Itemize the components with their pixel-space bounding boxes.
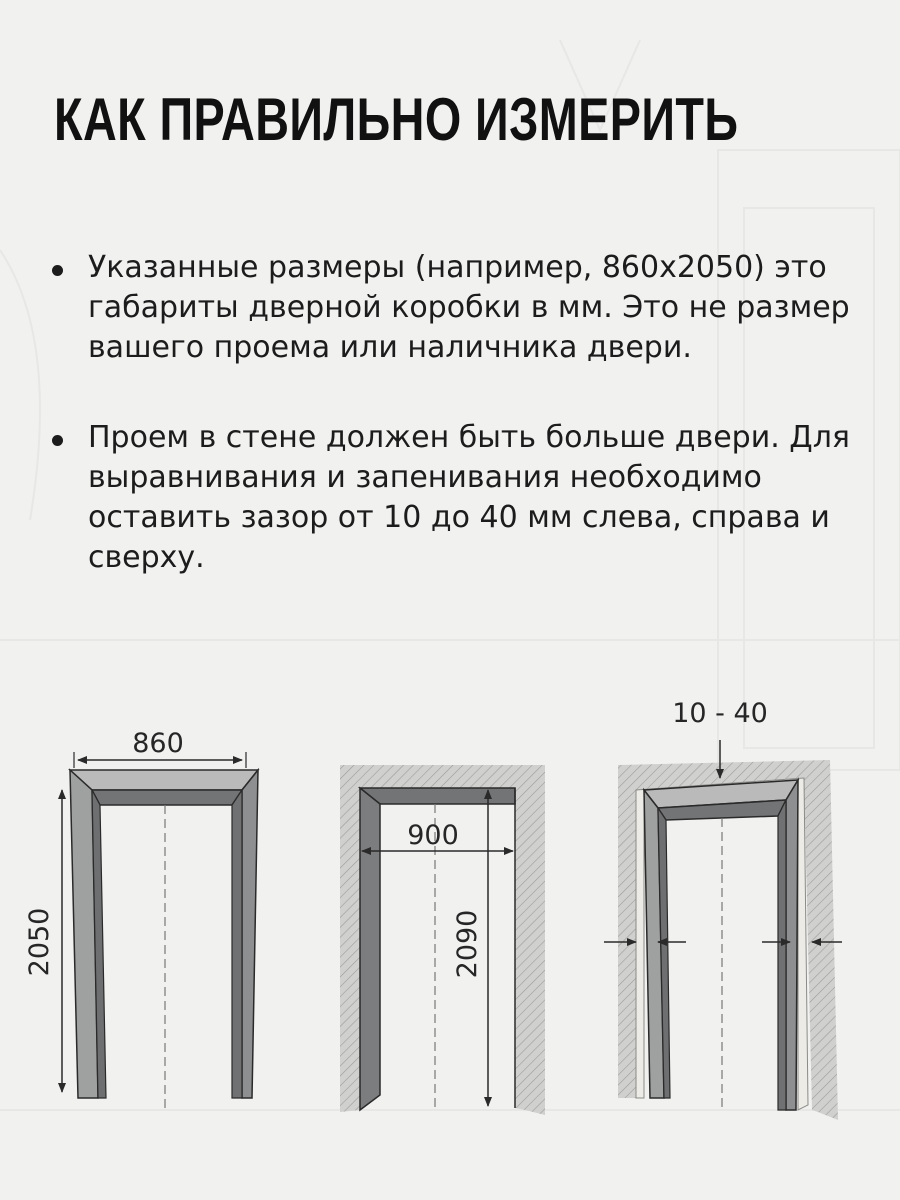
gap-range-label: 10 - 40 xyxy=(672,698,768,729)
list-item: Проем в стене должен быть больше двери. … xyxy=(48,418,868,578)
list-item: Указанные размеры (например, 860x2050) э… xyxy=(48,248,868,368)
page-title: КАК ПРАВИЛЬНО ИЗМЕРИТЬ xyxy=(54,86,739,153)
frame-height-label: 2050 xyxy=(24,908,55,977)
bullet-dot-icon xyxy=(52,435,63,446)
info-list: Указанные размеры (например, 860x2050) э… xyxy=(48,248,868,578)
installation-gap-diagram: 10 - 40 xyxy=(604,698,842,1120)
wall-opening-diagram: 900 2090 xyxy=(340,765,545,1115)
bullet-text: Указанные размеры (например, 860x2050) э… xyxy=(88,250,850,365)
door-frame-diagram: 860 2050 xyxy=(24,728,260,1110)
opening-height-label: 2090 xyxy=(452,910,483,979)
door-measurement-diagram: 860 2050 900 2090 10 - 40 xyxy=(24,698,842,1120)
opening-width-label: 900 xyxy=(407,820,459,851)
bullet-dot-icon xyxy=(52,265,63,276)
frame-width-label: 860 xyxy=(132,728,184,759)
bullet-text: Проем в стене должен быть больше двери. … xyxy=(88,420,850,575)
